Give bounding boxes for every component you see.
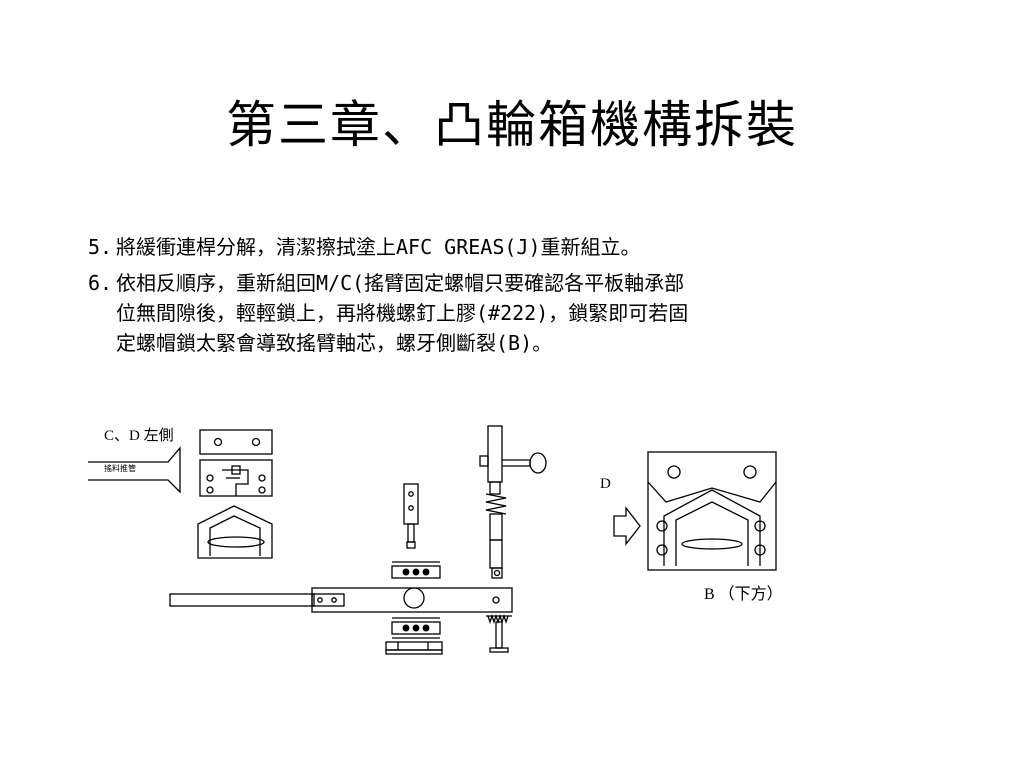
cam-housing-right xyxy=(647,451,777,571)
pusher-arm-part xyxy=(88,446,181,494)
lower-bearing xyxy=(391,617,441,639)
item-number: 6. xyxy=(88,271,113,295)
middle-block-part xyxy=(199,459,273,497)
small-bolt xyxy=(403,483,419,549)
label-pusher: 搖料推管 xyxy=(104,464,136,473)
label-cd-left: C、D 左側 xyxy=(104,428,174,444)
item-number: 5. xyxy=(88,235,113,259)
bottom-screw xyxy=(486,613,512,653)
list-item-5: 5. 將緩衝連桿分解，清潔擦拭塗上AFC GREAS(J)重新組立。 xyxy=(88,232,928,262)
label-b-bottom: B （下方） xyxy=(704,586,783,603)
upper-bearing xyxy=(391,561,441,579)
item-text-line: 定螺帽鎖太緊會導致搖臂軸芯，螺牙側斷裂(B)。 xyxy=(116,331,553,355)
slide-title: 第三章、凸輪箱機構拆裝 xyxy=(226,96,798,154)
body-text: 5. 將緩衝連桿分解，清潔擦拭塗上AFC GREAS(J)重新組立。 6. 依相… xyxy=(88,232,928,358)
cam-housing-left xyxy=(197,505,273,559)
spring-column xyxy=(479,425,547,579)
item-text-line: 位無間隙後，輕輕鎖上，再將機螺釘上膠(#222)，鎖緊即可若固 xyxy=(116,301,689,325)
list-item-6: 6. 依相反順序，重新組回M/C(搖臂固定螺帽只要確認各平板軸承部 位無間隙後，… xyxy=(88,268,928,358)
item-text-line: 將緩衝連桿分解，清潔擦拭塗上AFC GREAS(J)重新組立。 xyxy=(116,235,641,259)
rocker-arm xyxy=(169,587,513,613)
upper-plate-part xyxy=(199,429,273,455)
label-d: D xyxy=(600,476,611,492)
arrow-right-icon xyxy=(613,506,641,546)
item-text-line: 依相反順序，重新組回M/C(搖臂固定螺帽只要確認各平板軸承部 xyxy=(116,271,685,295)
base-plate xyxy=(385,641,443,655)
